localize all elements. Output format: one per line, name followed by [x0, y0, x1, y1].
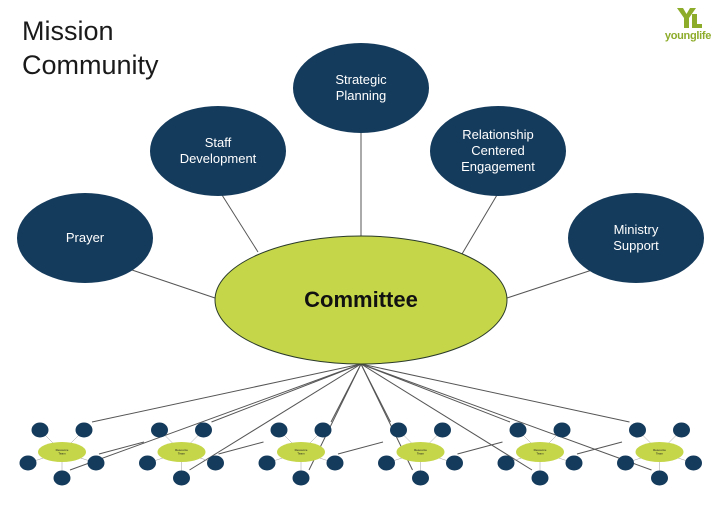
fan-line-1 — [211, 363, 362, 423]
fan-line-secondary-5 — [360, 363, 652, 471]
mini-satellite-0 — [629, 422, 646, 438]
mini-satellite-1 — [553, 422, 571, 438]
mini-center-ellipse — [38, 442, 86, 462]
mini-satellite-4 — [412, 470, 429, 486]
mini-satellite-3 — [207, 455, 224, 471]
mini-satellite-4 — [173, 470, 190, 486]
mini-satellite-4 — [53, 470, 71, 486]
mini-satellite-2 — [19, 455, 37, 471]
mini-satellite-0 — [31, 422, 49, 438]
mini-satellite-1 — [314, 422, 332, 438]
mini-satellite-2 — [378, 455, 395, 471]
mini-satellite-2 — [617, 455, 634, 471]
mini-satellite-3 — [446, 455, 463, 471]
mini-center-ellipse — [277, 442, 325, 462]
younglife-logo: younglife — [660, 6, 716, 46]
mini-satellite-1 — [195, 422, 212, 438]
mini-link-1 — [218, 441, 264, 455]
fan-line-0 — [91, 363, 362, 423]
fan-line-secondary-1 — [189, 363, 362, 471]
committee-label: Committee — [304, 287, 418, 312]
node-ellipse-3 — [430, 106, 566, 196]
mini-center-ellipse — [396, 442, 445, 462]
node-label-3: Relationship Centered Engagement — [461, 127, 535, 174]
mini-center-ellipse — [635, 442, 684, 462]
mini-link-4 — [576, 441, 623, 455]
connector-line-4 — [506, 269, 593, 299]
mini-satellite-2 — [139, 455, 156, 471]
fan-line-4 — [360, 363, 511, 423]
mini-satellite-3 — [565, 455, 583, 471]
node-ellipse-4 — [568, 193, 704, 283]
connector-line-3 — [461, 194, 498, 255]
node-label-4: Ministry Support — [613, 222, 659, 253]
mini-link-3 — [457, 441, 503, 455]
node-label-1: Staff Development — [179, 135, 257, 166]
mini-center-ellipse — [157, 442, 206, 462]
node-label-0: Prayer — [65, 230, 105, 245]
node-ellipse-2 — [293, 43, 429, 133]
mini-link-2 — [337, 441, 384, 455]
mini-satellite-1 — [75, 422, 93, 438]
connector-line-1 — [221, 194, 259, 253]
mini-satellite-4 — [651, 470, 668, 486]
mini-satellite-3 — [326, 455, 344, 471]
mini-satellite-2 — [258, 455, 276, 471]
mini-satellite-0 — [270, 422, 288, 438]
node-ellipse-1 — [150, 106, 286, 196]
mini-satellite-1 — [434, 422, 451, 438]
fan-line-secondary-0 — [69, 363, 362, 471]
mini-satellite-3 — [87, 455, 105, 471]
committee-ellipse — [214, 235, 508, 365]
logo-wordmark: younglife — [664, 30, 712, 42]
title-line-2: Community — [22, 50, 159, 80]
node-label-2: Strategic Planning — [335, 72, 387, 103]
mini-satellite-1 — [673, 422, 690, 438]
fan-line-secondary-4 — [360, 363, 533, 471]
mini-satellite-0 — [509, 422, 527, 438]
mini-center-ellipse — [516, 442, 564, 462]
mini-satellite-4 — [292, 470, 310, 486]
node-shapes — [17, 43, 704, 365]
mini-satellite-0 — [390, 422, 407, 438]
fan-line-5 — [360, 363, 630, 423]
mini-satellite-0 — [151, 422, 168, 438]
mini-satellite-2 — [497, 455, 515, 471]
node-ellipse-0 — [17, 193, 153, 283]
connector-lines — [69, 133, 652, 471]
page-title: Mission Community — [22, 14, 159, 82]
younglife-logo-icon — [677, 8, 702, 28]
mini-satellite-4 — [531, 470, 549, 486]
mini-satellite-3 — [685, 455, 702, 471]
title-line-1: Mission — [22, 16, 114, 46]
mini-link-0 — [98, 441, 145, 455]
connector-line-0 — [131, 269, 216, 299]
